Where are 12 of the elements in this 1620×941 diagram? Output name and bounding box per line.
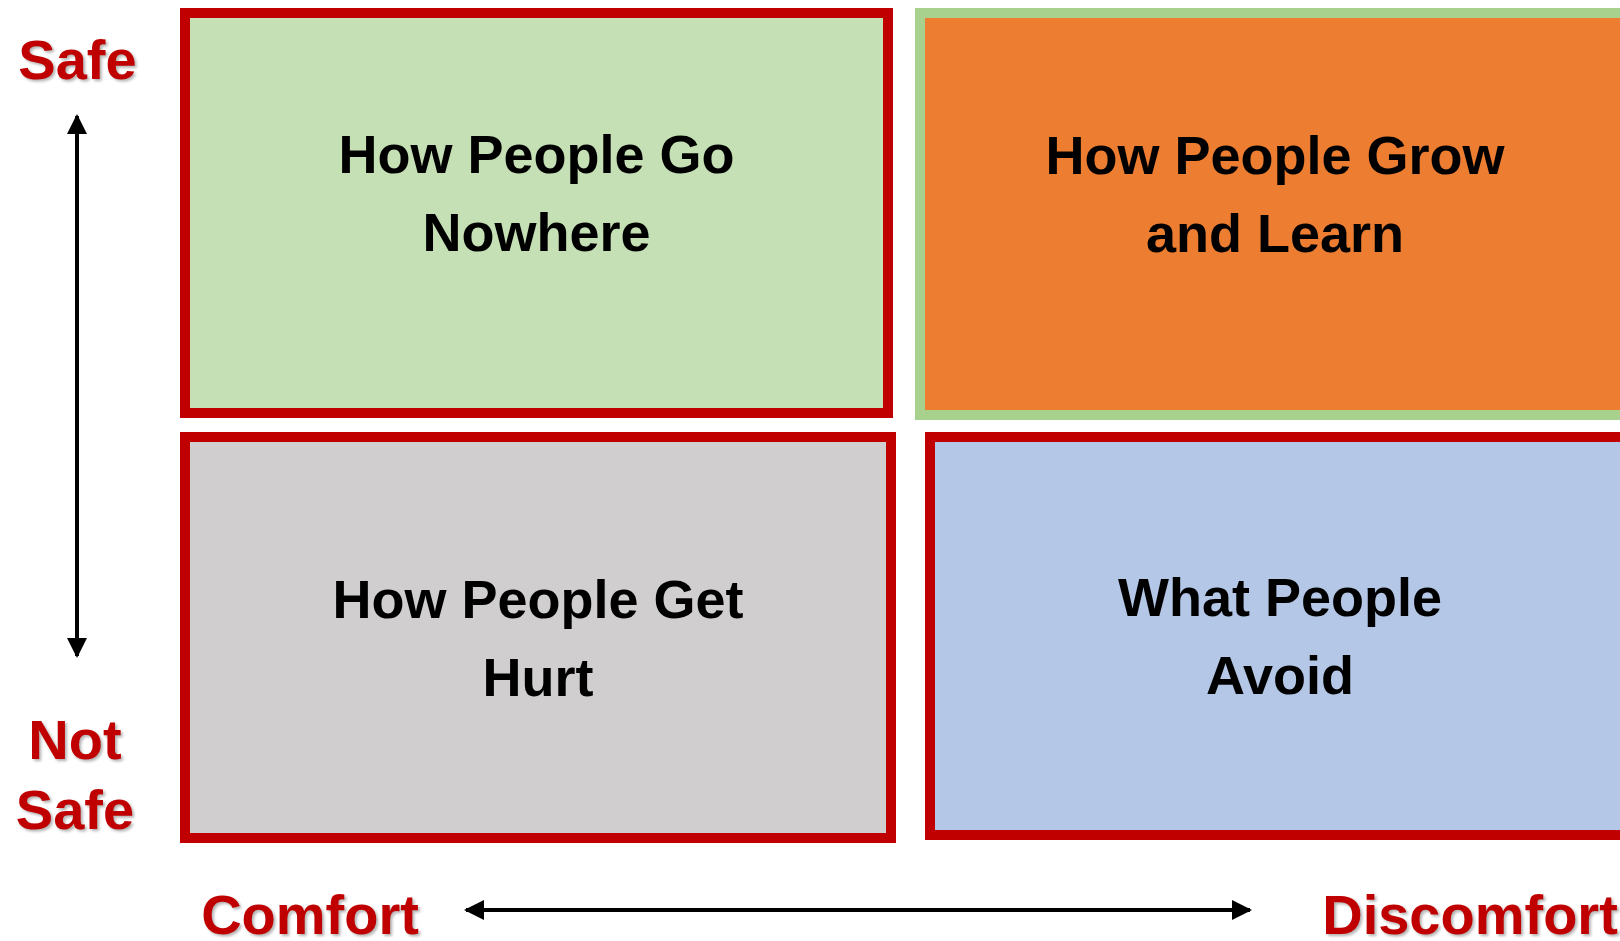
quadrant-title: How People Go Nowhere — [337, 123, 736, 264]
quadrant-box — [925, 432, 1620, 840]
quadrant-title: How People Grow and Learn — [1045, 124, 1505, 265]
axis-label: Safe — [17, 27, 138, 93]
axis-label: Not Safe — [14, 707, 136, 843]
quadrant-title: What People Avoid — [1117, 566, 1443, 707]
axis-label: Comfort — [200, 882, 420, 941]
quadrant-box — [180, 432, 896, 843]
quadrant-title: How People Get Hurt — [331, 567, 745, 709]
quadrant-box — [180, 8, 893, 418]
axis-label: Discomfort — [1321, 882, 1619, 941]
quadrant-box — [915, 8, 1620, 420]
